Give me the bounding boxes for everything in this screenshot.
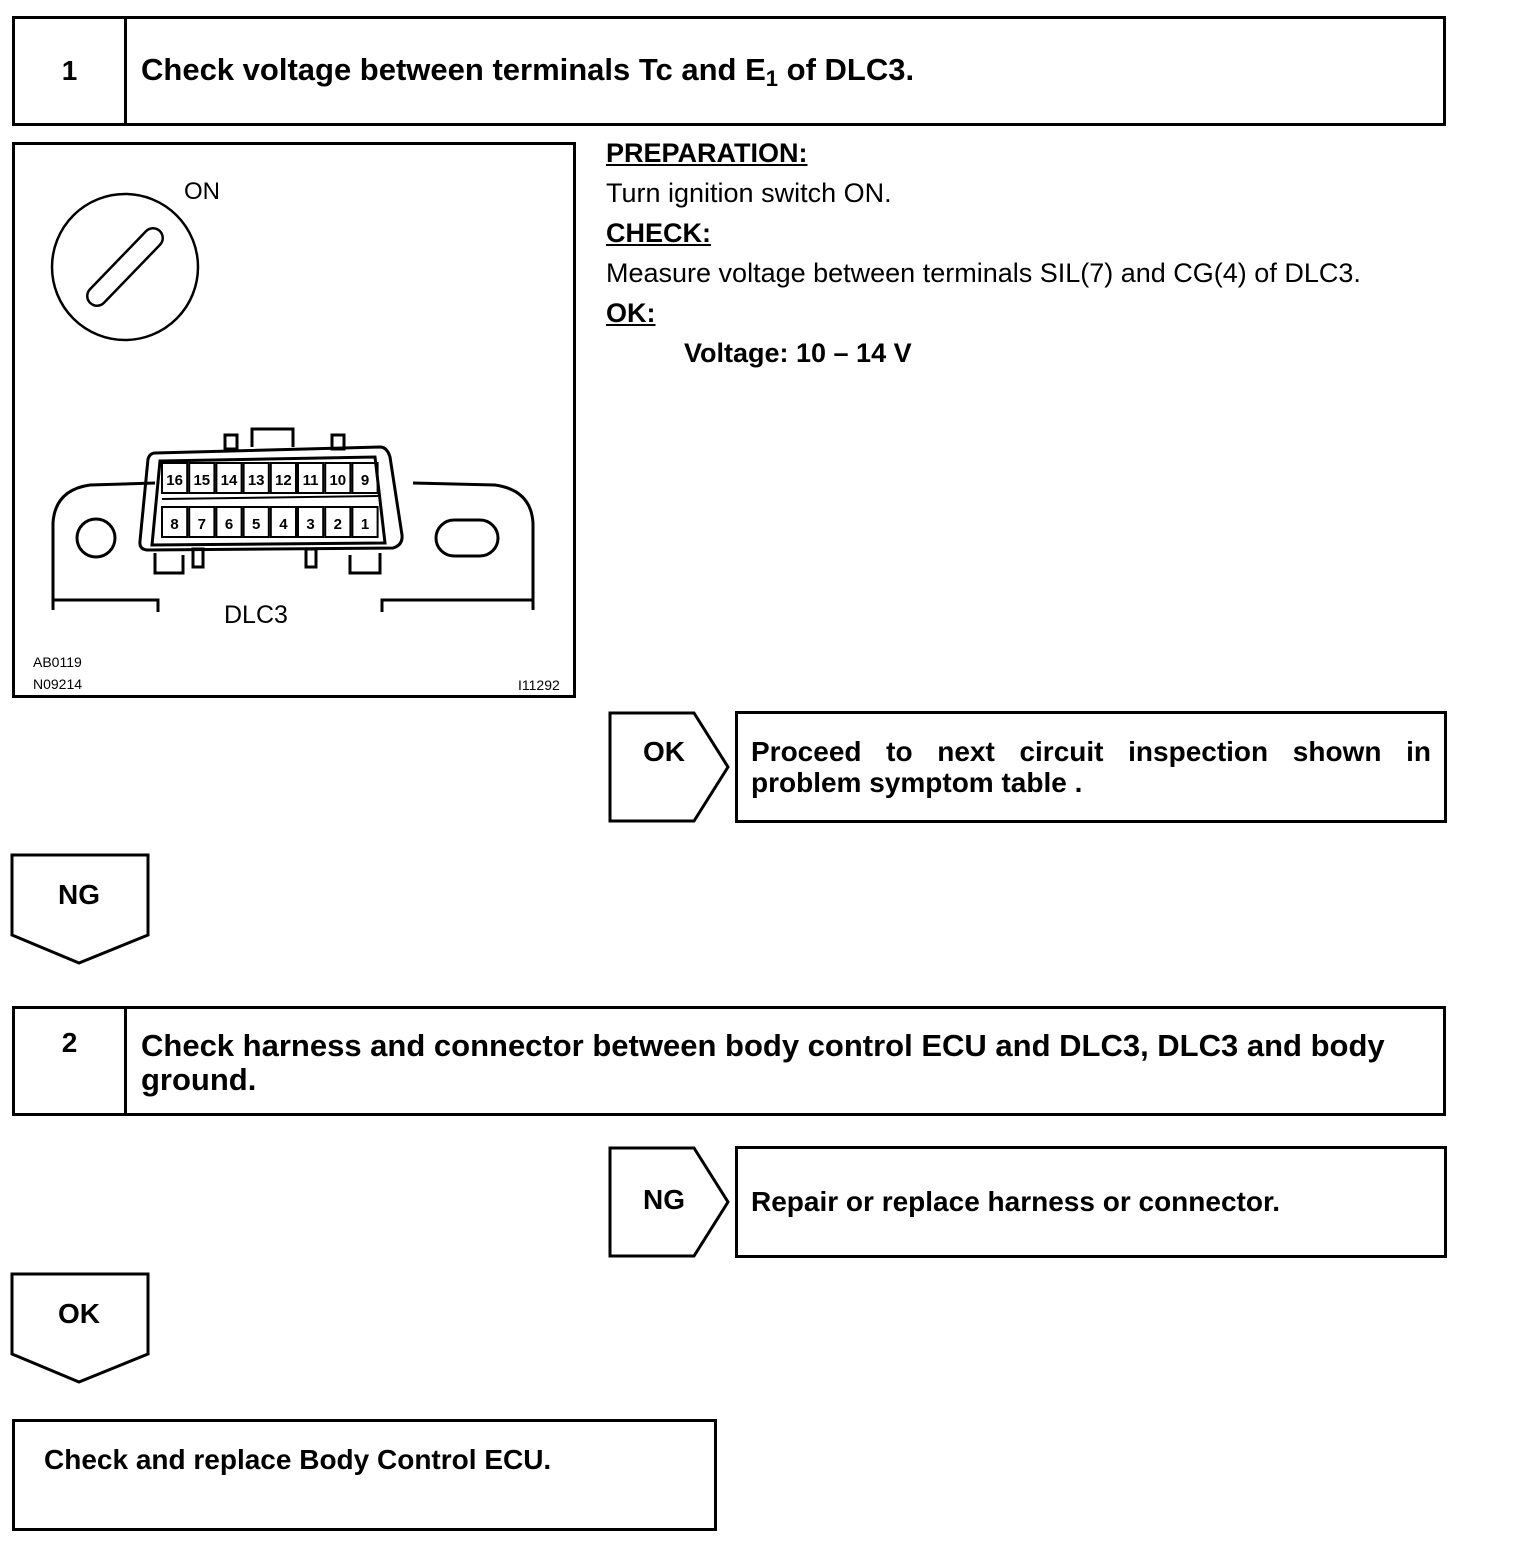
ng-right-arrow <box>608 1146 730 1258</box>
step-1-title: Check voltage between terminals Tc and E… <box>141 52 915 92</box>
pin-number: 9 <box>361 472 369 489</box>
step-2-number: 2 <box>15 1009 127 1113</box>
pin-cell <box>324 462 352 494</box>
step-2-title: Check harness and connector between body… <box>141 1028 1385 1097</box>
ng-down-arrow <box>10 853 150 965</box>
pin-cell <box>297 506 325 538</box>
pin-number: 4 <box>279 516 288 533</box>
pin-cell <box>188 462 216 494</box>
pin-number: 13 <box>248 472 265 489</box>
on-label: ON <box>184 178 220 205</box>
dlc3-label: DLC3 <box>224 601 288 629</box>
pin-number: 7 <box>198 516 206 533</box>
pin-number: 1 <box>361 516 369 533</box>
ok-spec: Voltage: 10 – 14 V <box>684 338 912 368</box>
result-2-ng-box: Repair or replace harness or connector. <box>735 1146 1447 1258</box>
ng-down-arrow-label: NG <box>58 879 100 910</box>
pin-cell <box>161 462 189 494</box>
dlc3-pin-cells: 16 15 14 13 12 11 10 9 8 7 6 5 4 3 2 1 <box>161 462 379 538</box>
check-heading: CHECK: <box>606 218 711 248</box>
step-1-number: 1 <box>15 19 127 123</box>
pin-cell <box>188 506 216 538</box>
pin-cell <box>242 506 270 538</box>
ok-right-arrow <box>608 711 730 823</box>
pin-number: 10 <box>329 472 346 489</box>
pin-number: 6 <box>225 516 233 533</box>
pin-number: 8 <box>170 516 178 533</box>
pin-cell <box>215 462 243 494</box>
pin-cell <box>215 506 243 538</box>
ok-down-arrow-label: OK <box>58 1298 100 1329</box>
pin-number: 5 <box>252 516 260 533</box>
ok-right-arrow-label: OK <box>643 736 685 767</box>
pin-number: 2 <box>334 516 342 533</box>
pin-cell <box>269 462 298 494</box>
pin-cell <box>324 506 352 538</box>
pin-cell <box>161 506 189 538</box>
check-text: Measure voltage between terminals SIL(7)… <box>606 258 1361 288</box>
pin-number: 14 <box>221 472 238 489</box>
preparation-text: Turn ignition switch ON. <box>606 178 892 208</box>
pin-number: 12 <box>275 472 292 489</box>
pin-cell <box>351 506 379 538</box>
ok-heading: OK: <box>606 298 656 328</box>
ng-right-arrow-label: NG <box>643 1184 685 1215</box>
preparation-heading: PREPARATION: <box>606 138 808 168</box>
result-2-ng-text: Repair or replace harness or connector. <box>751 1186 1281 1217</box>
final-action-text: Check and replace Body Control ECU. <box>44 1444 552 1475</box>
pin-number: 3 <box>306 516 314 533</box>
ref-code-1: AB0119 <box>33 654 82 670</box>
ignition-switch-icon <box>50 192 200 342</box>
final-action-box: Check and replace Body Control ECU. <box>12 1419 717 1531</box>
result-1-ok-text: Proceed to next circuit inspection shown… <box>751 736 1431 798</box>
pin-number: 15 <box>193 472 210 489</box>
figure-id: I11292 <box>518 677 560 693</box>
pin-number: 11 <box>303 472 319 489</box>
dlc3-connector-body <box>138 427 404 575</box>
pin-number: 16 <box>166 472 183 489</box>
result-1-ok-box: Proceed to next circuit inspection shown… <box>735 711 1447 823</box>
ok-down-arrow <box>10 1272 150 1384</box>
step-1-box: 1 Check voltage between terminals Tc and… <box>12 16 1446 126</box>
step-2-box: 2 Check harness and connector between bo… <box>12 1006 1446 1116</box>
pin-cell <box>351 462 379 494</box>
pin-cell <box>269 506 298 538</box>
connector-bracket <box>51 481 535 612</box>
pin-cell <box>242 462 270 494</box>
ref-code-2: N09214 <box>33 676 82 692</box>
pin-cell <box>297 462 325 494</box>
